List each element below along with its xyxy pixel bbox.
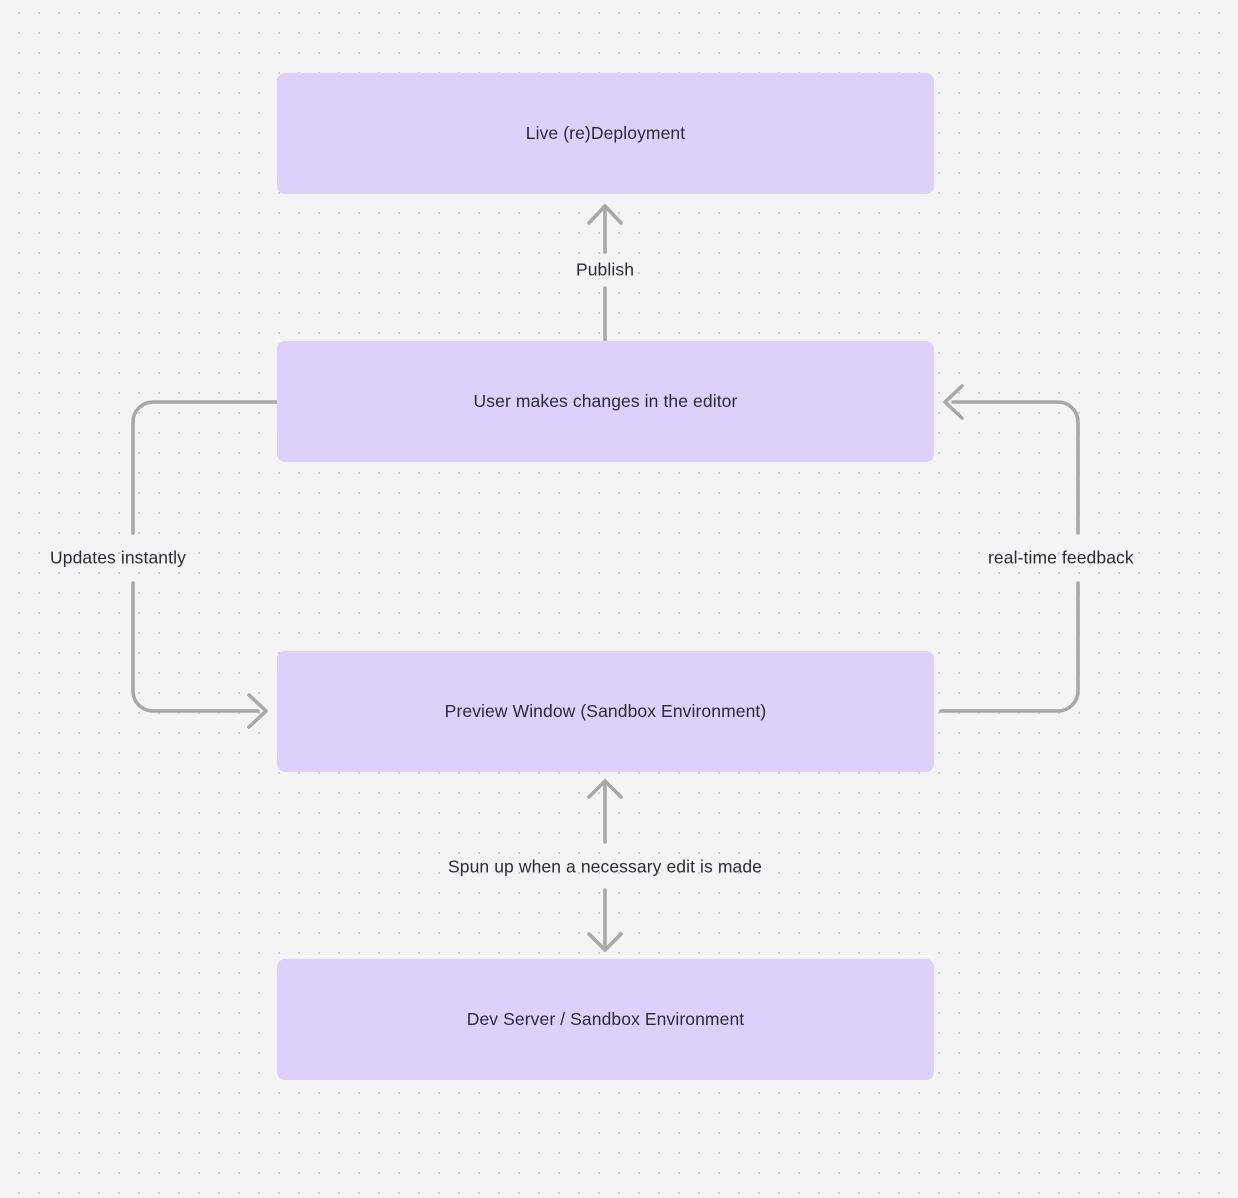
node-live-deployment-label: Live (re)Deployment [525,122,686,143]
edge-spun-up-arrowhead-down [587,932,623,952]
node-preview-window-label: Preview Window (Sandbox Environment) [444,700,767,721]
edge-updates-instantly-line-lower [131,581,260,713]
edge-label-updates-instantly: Updates instantly [50,547,186,568]
node-user-edits[interactable]: User makes changes in the editor [277,341,934,462]
node-user-edits-label: User makes changes in the editor [473,390,738,411]
edge-label-spun-up: Spun up when a necessary edit is made [447,856,763,877]
edge-label-real-time-feedback: real-time feedback [988,547,1134,568]
node-live-deployment[interactable]: Live (re)Deployment [277,73,934,194]
node-preview-window[interactable]: Preview Window (Sandbox Environment) [277,651,934,772]
edge-real-time-feedback-line-upper [951,400,1080,535]
edge-real-time-feedback-arrowhead [943,384,964,420]
edge-updates-instantly-line-upper [131,400,279,535]
edge-updates-instantly-arrowhead [247,693,268,729]
edge-spun-up-arrowhead-up [587,779,623,799]
edge-label-publish: Publish [575,259,635,280]
edge-real-time-feedback-line-lower [939,581,1080,713]
node-dev-server-label: Dev Server / Sandbox Environment [466,1008,745,1029]
edge-publish-arrowhead [587,204,623,225]
node-dev-server[interactable]: Dev Server / Sandbox Environment [277,959,934,1080]
